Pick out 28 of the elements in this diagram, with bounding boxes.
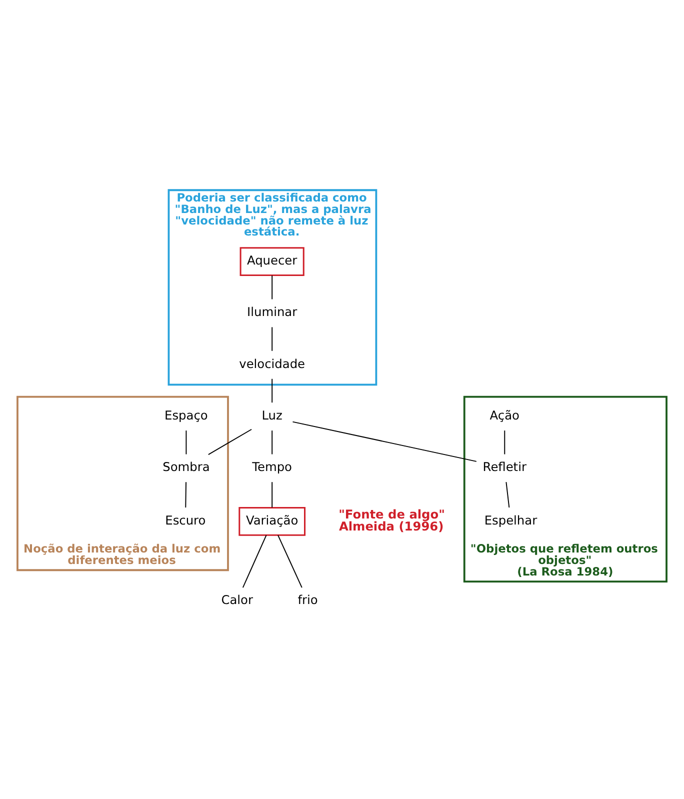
- node-text: frio: [298, 593, 318, 608]
- node-text: Calor: [221, 593, 253, 608]
- node-box: Variação: [238, 507, 306, 536]
- connector: [272, 275, 273, 300]
- connector: [506, 482, 510, 508]
- node-text: Tempo: [252, 460, 292, 474]
- connector: [272, 482, 273, 508]
- connector: [272, 326, 273, 352]
- node-text: Escuro: [165, 513, 206, 528]
- node-text: Ação: [490, 408, 520, 422]
- connector: [272, 430, 273, 455]
- node-text: Luz: [262, 408, 282, 422]
- node-box: Aquecer: [240, 247, 304, 276]
- connector: [186, 430, 187, 455]
- node-text: Espelhar: [484, 513, 538, 528]
- connector: [292, 421, 477, 462]
- connector: [504, 430, 506, 455]
- node-label: "Fonte de algo" Almeida (1996): [338, 507, 445, 534]
- connector: [208, 428, 252, 456]
- connector: [185, 482, 186, 508]
- connector: [277, 534, 302, 588]
- node-text: velocidade: [239, 356, 306, 371]
- node-text: Refletir: [482, 460, 526, 474]
- node-text: Iluminar: [247, 305, 298, 320]
- node-text: Espaço: [164, 408, 208, 422]
- connector: [242, 534, 267, 588]
- node-text: Sombra: [162, 460, 210, 474]
- connector: [272, 378, 273, 404]
